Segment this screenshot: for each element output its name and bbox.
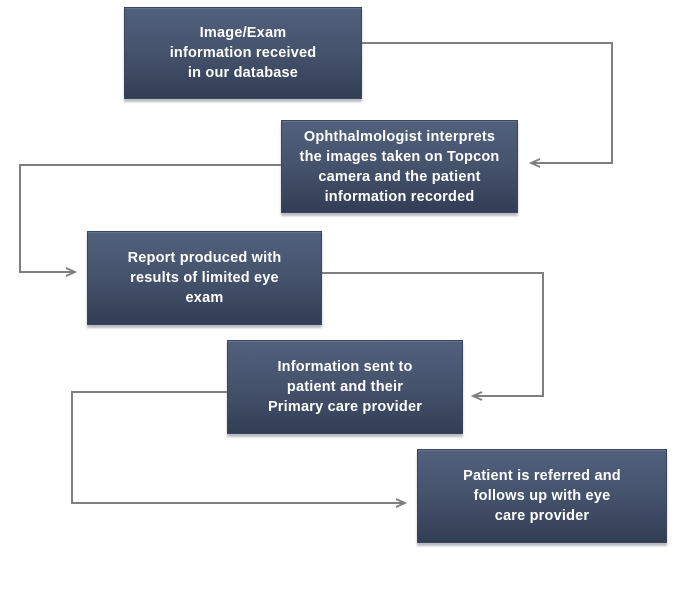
flow-step-label: Patient is referred and follows up with … <box>463 468 621 524</box>
flow-step-label: Image/Exam information received in our d… <box>169 25 317 81</box>
flow-step-label: Ophthalmologist interprets the images ta… <box>299 128 500 205</box>
flow-step-patient-referred: Patient is referred and follows up with … <box>417 449 667 543</box>
flow-step-report-produced: Report produced with results of limited … <box>87 231 322 325</box>
flow-step-image-exam-received: Image/Exam information received in our d… <box>124 7 362 99</box>
flow-step-ophthalmologist-interprets: Ophthalmologist interprets the images ta… <box>281 120 518 213</box>
flow-step-label: Report produced with results of limited … <box>127 250 282 306</box>
flow-step-label: Information sent to patient and their Pr… <box>267 359 423 415</box>
flow-step-information-sent: Information sent to patient and their Pr… <box>227 340 463 434</box>
